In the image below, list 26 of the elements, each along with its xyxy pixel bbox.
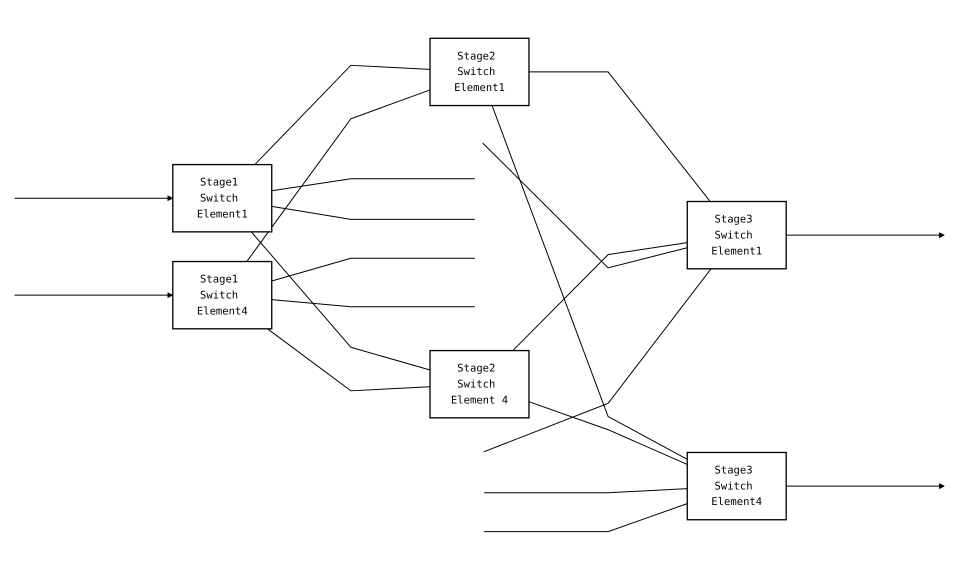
- connector-line: [271, 178, 476, 192]
- connector-line: [271, 206, 476, 220]
- connector-line: [271, 258, 476, 282]
- arrow: [786, 483, 945, 490]
- connector-line: [254, 65, 431, 166]
- switch-element-box: Stage2 Switch Element1: [429, 38, 530, 106]
- switch-element-box: Stage2 Switch Element 4: [429, 350, 530, 419]
- switch-element-box: Stage1 Switch Element4: [172, 261, 272, 330]
- connector-line: [482, 142, 688, 269]
- switch-element-box: Stage1 Switch Element1: [172, 164, 272, 233]
- connector-line: [483, 268, 712, 453]
- connector-line: [528, 72, 711, 202]
- connector-line: [484, 488, 688, 494]
- connector-line: [528, 401, 688, 466]
- connector-line: [512, 242, 688, 352]
- switch-element-box: Stage3 Switch Element4: [686, 452, 787, 521]
- connector-line: [484, 503, 688, 532]
- connector-line: [271, 299, 476, 308]
- arrow: [14, 196, 174, 202]
- connector-line: [492, 105, 688, 460]
- connector-line: [267, 328, 431, 392]
- arrow: [14, 292, 174, 298]
- arrow: [786, 232, 945, 238]
- connector-line: [246, 90, 431, 262]
- switch-element-box: Stage3 Switch Element1: [686, 201, 787, 270]
- connector-line: [250, 232, 431, 371]
